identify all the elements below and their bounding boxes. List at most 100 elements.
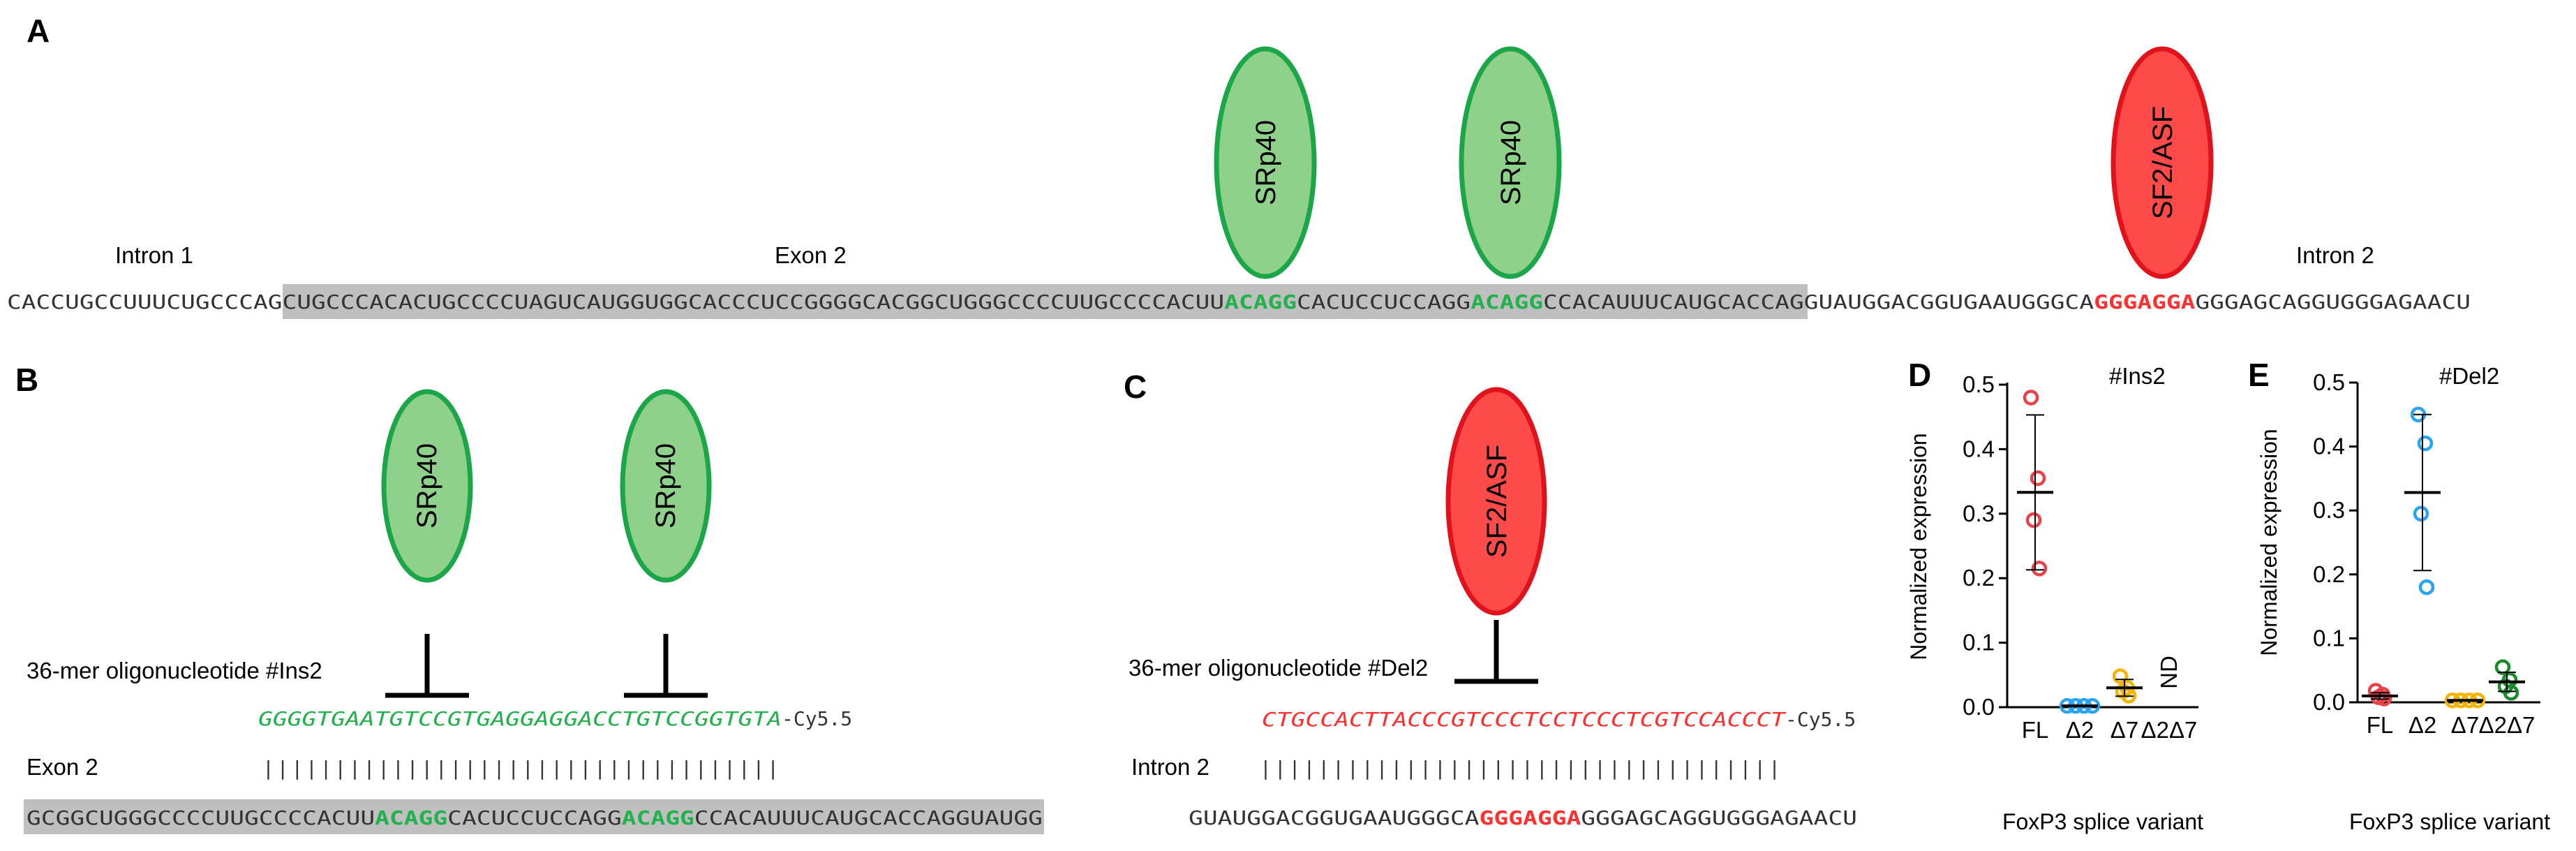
chart-d-title: #Ins2 — [2109, 363, 2166, 389]
chart-d-nd-label: ND — [2156, 656, 2182, 689]
chart-d: D #Ins2 Normalized expression FoxP3 spli… — [1906, 357, 2203, 834]
sf2asf-protein-c — [1445, 387, 1547, 616]
exon2-label: Exon 2 — [775, 242, 847, 268]
chart-e-ytick-label: 0.0 — [2313, 689, 2345, 715]
seq-a-intron1: CACCUGCCUUUCUGCCCAG — [7, 290, 283, 313]
chart-e-point — [2418, 579, 2435, 595]
chart-e-xtick-label: Δ2 — [2409, 712, 2436, 738]
oligo-seq-b: GGGGTGAATGTCCGTGAGGAGGACCTGTCCGGTGTA-Cy5… — [258, 707, 852, 730]
seq-a-exon2c: CCACAUUUCAUGCACCAG — [1543, 290, 1804, 313]
panel-a-letter: A — [27, 13, 50, 49]
srp40-protein-b1 — [381, 389, 473, 583]
seq-a-motif2: ACAGG — [1471, 290, 1543, 313]
panel-c: C SF2/ASF 36-mer oligonucleotide #Del2 C… — [1124, 369, 1857, 829]
chart-e-xtick-label: Δ2Δ7 — [2479, 712, 2536, 738]
chart-e-ytick-label: 0.3 — [2313, 497, 2345, 523]
oligo-c-sequence: CTGCCACTTACCCGTCCCTCCTCCCTCGTCCACCCT — [1262, 708, 1787, 731]
pairing-c: |||||||||||||||||||||||||||||||||||| — [1260, 757, 1780, 780]
inhibition-bar-b1 — [385, 634, 469, 698]
exon2-highlight-a — [283, 284, 1808, 319]
srp40-label-b2: SRp40 — [650, 443, 681, 528]
oligo-seq-c: CTGCCACTTACCCGTCCCTCCTCCCTCGTCCACCCT-Cy5… — [1262, 708, 1856, 731]
chart-e-ytick-label: 0.5 — [2313, 369, 2345, 395]
seq-b-part3: CCACAUUUCAUGCACCAGGUAUGG — [694, 806, 1043, 829]
chart-e-ytick-label: 0.2 — [2313, 561, 2345, 587]
seq-b-motif2: ACAGG — [622, 806, 694, 829]
sf2asf-label-c: SF2/ASF — [1482, 445, 1512, 558]
chart-d-xtick-label: Δ2 — [2066, 717, 2094, 743]
srp40-label-b1: SRp40 — [412, 443, 442, 528]
chart-d-ytick-label: 0.4 — [1963, 436, 1995, 461]
seq-c-motif: GGGAGGA — [1480, 806, 1581, 829]
chart-e-point — [2503, 685, 2519, 701]
oligo-b-sequence: GGGGTGAATGTCCGTGAGGAGGACCTGTCCGGTGTA — [258, 707, 782, 730]
chart-e-ytick-label: 0.1 — [2313, 625, 2345, 651]
inhibition-bar-b2 — [624, 634, 708, 698]
panel-c-letter: C — [1124, 369, 1147, 405]
panel-b: B SRp40 SRp40 36-mer oligonucleotide #In… — [15, 362, 1044, 834]
panel-d-letter: D — [1908, 357, 1931, 393]
chart-e-xtick-label: FL — [2367, 712, 2394, 738]
intron2-label-a: Intron 2 — [2296, 242, 2374, 268]
exon2-label-b: Exon 2 — [27, 754, 98, 780]
srp40-protein-a1 — [1214, 46, 1317, 279]
sf2asf-protein-a — [2110, 46, 2214, 279]
chart-e-point — [2413, 505, 2429, 522]
seq-a-motif1: ACAGG — [1224, 290, 1297, 313]
chart-d-point — [2023, 390, 2039, 406]
chart-e-xlabel: FoxP3 splice variant — [2349, 809, 2550, 834]
chart-d-ytick-label: 0.2 — [1963, 565, 1995, 591]
chart-d-ytick-label: 0.0 — [1963, 694, 1995, 720]
pairing-b: |||||||||||||||||||||||||||||||||||| — [262, 757, 779, 780]
chart-d-ytick-label: 0.5 — [1963, 371, 1995, 397]
srp40-label-a2: SRp40 — [1496, 120, 1526, 205]
seq-a-intron2b: GGGAGCAGGUGGGAGAACU — [2195, 290, 2471, 313]
oligo-label-c: 36-mer oligonucleotide #Del2 — [1129, 655, 1428, 681]
chart-d-ytick-label: 0.1 — [1963, 630, 1995, 656]
intron2-label-c: Intron 2 — [1131, 754, 1209, 780]
seq-b-motif1: ACAGG — [375, 806, 447, 829]
oligo-b-suffix: -Cy5.5 — [782, 707, 852, 730]
seq-a-motif3: GGGAGGA — [2094, 290, 2196, 313]
oligo-label-b: 36-mer oligonucleotide #Ins2 — [27, 658, 322, 683]
exon2-highlight-b — [24, 799, 1044, 834]
chart-d-point — [2112, 668, 2129, 684]
panel-e-letter: E — [2248, 357, 2270, 393]
sf2asf-label-a: SF2/ASF — [2147, 106, 2178, 219]
chart-d-point — [2030, 470, 2046, 487]
srp40-label-a1: SRp40 — [1251, 120, 1281, 205]
chart-d-ytick-label: 0.3 — [1963, 501, 1995, 526]
seq-a-exon2: CUGCCCACACUGCCCCUAGUCAUGGUGGCACCCUCCGGGG… — [283, 290, 1225, 313]
seq-b-part2: CACUCCUCCAGG — [447, 806, 622, 829]
chart-e-ytick-label: 0.4 — [2313, 434, 2345, 459]
srp40-protein-a2 — [1459, 46, 1562, 279]
seq-b-part1: GCGGCUGGGCCCCUUGCCCCACUU — [27, 806, 375, 829]
chart-e-point — [2417, 435, 2434, 452]
srp40-protein-b2 — [620, 389, 712, 583]
chart-d-xtick-label: Δ2Δ7 — [2141, 717, 2198, 743]
chart-d-xlabel: FoxP3 splice variant — [2002, 809, 2203, 834]
intron1-label: Intron 1 — [115, 242, 193, 268]
inhibition-bar-c — [1454, 620, 1538, 684]
panel-a: A SRp40 SRp40 SF2/ASF Intron 1 Exon 2 In… — [7, 13, 2471, 319]
chart-e-ylabel: Normalized expression — [2256, 429, 2281, 656]
chart-d-ylabel: Normalized expression — [1906, 433, 1931, 660]
chart-d-xtick-label: Δ7 — [2110, 717, 2138, 743]
chart-e-point — [2494, 659, 2511, 675]
chart-d-point — [2031, 561, 2048, 577]
chart-d-xtick-label: FL — [2022, 717, 2049, 743]
chart-e-title: #Del2 — [2439, 363, 2499, 389]
seq-c-part1: GUAUGGACGGUGAAUGGGCA — [1189, 806, 1480, 829]
panel-b-letter: B — [15, 362, 38, 398]
chart-d-point — [2025, 512, 2042, 528]
oligo-c-suffix: -Cy5.5 — [1785, 708, 1856, 731]
seq-a-exon2b: CACUCCUCCAGG — [1297, 290, 1471, 313]
chart-e: E #Del2 Normalized expression FoxP3 spli… — [2248, 357, 2550, 834]
chart-e-xtick-label: Δ7 — [2451, 712, 2479, 738]
seq-a-intron2: GUAUGGACGGUGAAUGGGCA — [1804, 290, 2094, 313]
seq-c-part2: GGGAGCAGGUGGGAGAACU — [1581, 806, 1857, 829]
